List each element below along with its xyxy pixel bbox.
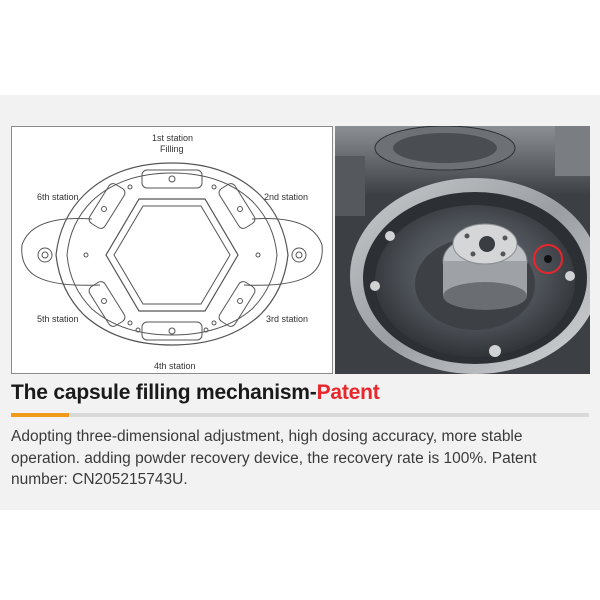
mechanism-photo: [335, 126, 590, 374]
label-2nd-station: 2nd station: [264, 192, 309, 202]
left-ear: [21, 218, 101, 286]
photo-illustration: [335, 126, 590, 374]
headline-main: The capsule filling mechanism-: [11, 381, 317, 404]
label-1st-station: 1st station: [152, 133, 194, 143]
label-1st-station-filling: Filling: [160, 144, 184, 154]
headline-accent: Patent: [316, 381, 380, 404]
headline-underline: [11, 413, 589, 417]
underline-accent-bar: [11, 413, 69, 417]
right-ear: [243, 218, 323, 286]
label-4th-station: 4th station: [154, 361, 196, 371]
headline: The capsule filling mechanism-Patent: [11, 381, 380, 405]
label-3rd-station: 3rd station: [266, 314, 309, 324]
label-5th-station: 5th station: [37, 314, 79, 324]
mechanism-diagram: 1st station Filling 2nd station 3rd stat…: [11, 126, 333, 374]
diagram-drawing: [21, 162, 323, 346]
description-text: Adopting three-dimensional adjustment, h…: [11, 428, 537, 488]
label-6th-station: 6th station: [37, 192, 79, 202]
